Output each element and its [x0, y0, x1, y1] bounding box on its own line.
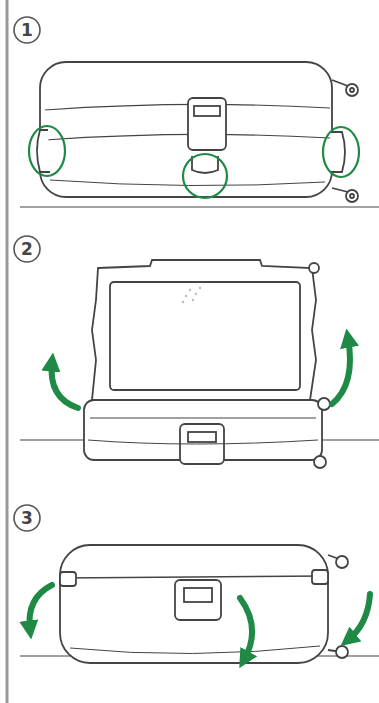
close-arrows — [29, 585, 370, 660]
page-edge — [6, 0, 9, 703]
highlight-circles — [29, 126, 359, 198]
closed-suitcase-3 — [20, 545, 379, 663]
dust-spots — [182, 287, 201, 303]
callout-circles — [14, 17, 40, 531]
callout-number: 1 — [14, 17, 40, 43]
callout-number: 2 — [14, 236, 40, 262]
callout-number: 3 — [14, 505, 40, 531]
closed-suitcase-1 — [20, 62, 379, 207]
open-suitcase — [20, 260, 379, 468]
open-arrows — [52, 338, 350, 408]
